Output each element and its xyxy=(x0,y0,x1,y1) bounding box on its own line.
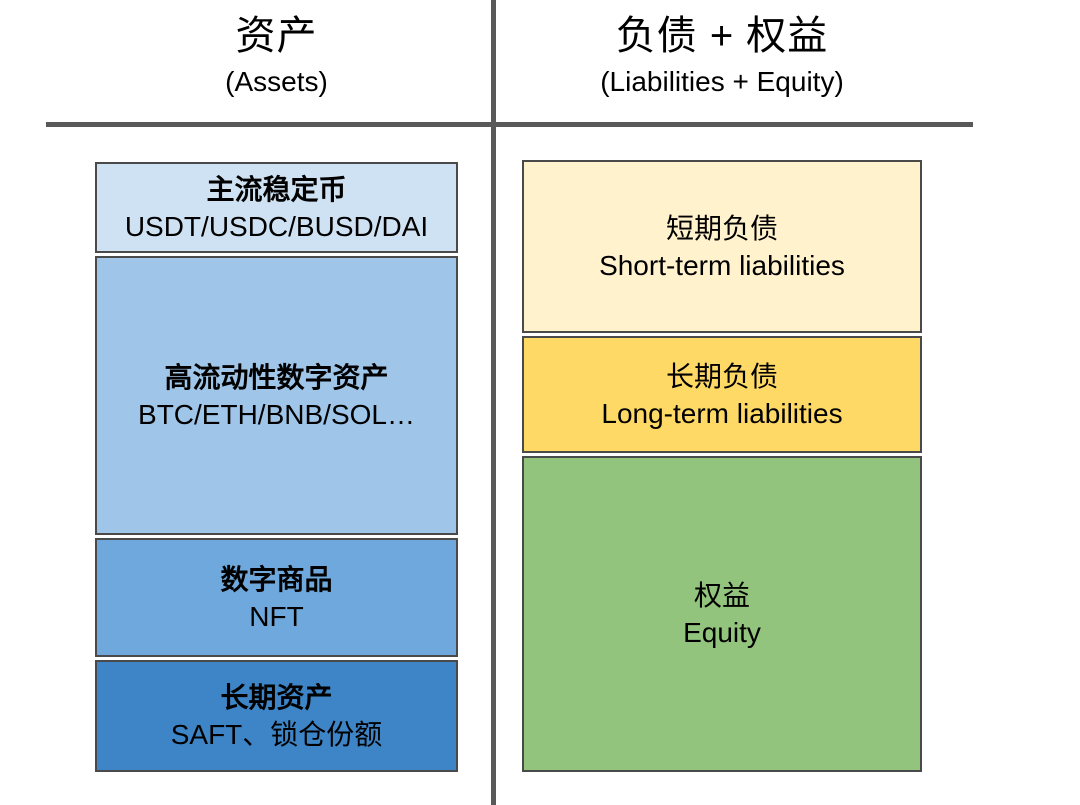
block-subtitle: SAFT、锁仓份额 xyxy=(170,719,383,750)
header-underline xyxy=(46,122,973,127)
block-subtitle: USDT/USDC/BUSD/DAI xyxy=(124,210,429,242)
block-long-term-liabilities: 长期负债 Long-term liabilities xyxy=(522,336,922,453)
block-title: 主流稳定币 xyxy=(206,173,347,205)
block-digital-goods-nft: 数字商品 NFT xyxy=(95,538,458,657)
block-subtitle: BTC/ETH/BNB/SOL… xyxy=(138,398,415,430)
assets-title-cn: 资产 xyxy=(235,14,318,58)
liabilities-equity-title-en: (Liabilities + Equity) xyxy=(600,66,844,97)
block-high-liquidity-digital-assets: 高流动性数字资产 BTC/ETH/BNB/SOL… xyxy=(95,256,458,535)
block-title: 长期负债 xyxy=(665,360,778,392)
column-divider-line xyxy=(491,0,496,805)
block-title: 权益 xyxy=(693,580,750,611)
block-title: 高流动性数字资产 xyxy=(164,361,389,393)
liabilities-equity-title-cn: 负债 + 权益 xyxy=(615,14,829,58)
block-equity: 权益 Equity xyxy=(522,456,922,772)
block-short-term-liabilities: 短期负债 Short-term liabilities xyxy=(522,160,922,333)
assets-header: 资产 (Assets) xyxy=(95,8,458,100)
block-subtitle: NFT xyxy=(249,600,304,632)
assets-title-en: (Assets) xyxy=(225,66,328,97)
liabilities-equity-header: 负债 + 权益 (Liabilities + Equity) xyxy=(522,8,922,100)
block-subtitle: Equity xyxy=(683,617,761,648)
block-mainstream-stablecoins: 主流稳定币 USDT/USDC/BUSD/DAI xyxy=(95,162,458,253)
block-long-term-assets: 长期资产 SAFT、锁仓份额 xyxy=(95,660,458,772)
block-subtitle: Short-term liabilities xyxy=(599,249,845,281)
block-title: 短期负债 xyxy=(665,212,778,244)
block-title: 数字商品 xyxy=(220,563,333,595)
block-title: 长期资产 xyxy=(220,682,333,713)
block-subtitle: Long-term liabilities xyxy=(601,397,843,429)
